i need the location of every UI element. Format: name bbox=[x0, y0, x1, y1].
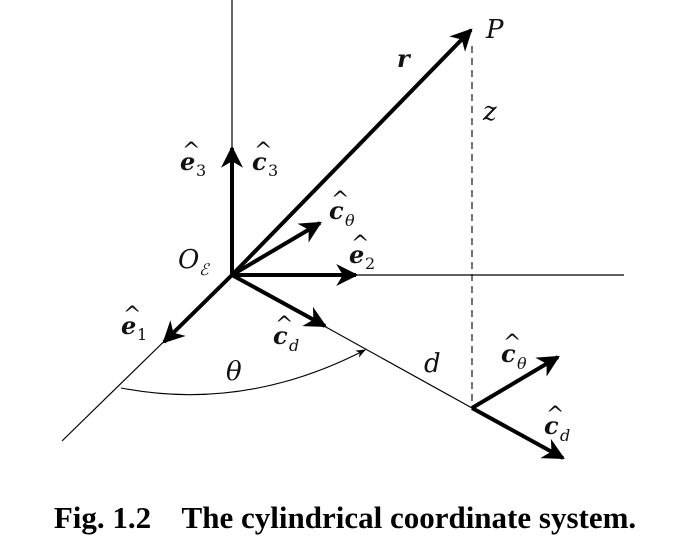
point-p-label: P bbox=[485, 15, 504, 45]
svg-text:O: O bbox=[178, 245, 199, 275]
svg-text:e: e bbox=[349, 240, 364, 269]
svg-text:^: ^ bbox=[331, 188, 349, 213]
svg-text:1: 1 bbox=[137, 325, 147, 344]
svg-text:c: c bbox=[544, 411, 559, 440]
z-label: z bbox=[482, 97, 497, 127]
svg-text:^: ^ bbox=[275, 313, 293, 338]
cd-origin-arrow bbox=[231, 273, 327, 328]
cd-origin-label: ^ c d bbox=[273, 313, 299, 355]
cd-foot-arrow bbox=[471, 406, 565, 460]
theta-arc bbox=[120, 349, 366, 396]
svg-text:c: c bbox=[273, 321, 288, 350]
e1-label: ^ e 1 bbox=[121, 303, 147, 344]
svg-text:^: ^ bbox=[546, 403, 564, 428]
cylindrical-coordinate-diagram: P r z d θ O ℰ ^ e 3 ^ c 3 ^ c θ ^ e 2 ^ … bbox=[61, 0, 624, 460]
svg-text:^: ^ bbox=[351, 232, 369, 257]
origin-label: O ℰ bbox=[178, 245, 211, 279]
ctheta-origin-label: ^ c θ bbox=[329, 188, 355, 230]
svg-text:c: c bbox=[329, 196, 344, 225]
theta-label: θ bbox=[226, 357, 242, 387]
svg-text:^: ^ bbox=[182, 139, 200, 164]
svg-text:θ: θ bbox=[517, 354, 527, 373]
e3-label: ^ e 3 bbox=[180, 139, 206, 180]
svg-text:^: ^ bbox=[254, 139, 272, 164]
svg-text:3: 3 bbox=[268, 161, 278, 180]
ctheta-origin-arrow bbox=[230, 221, 322, 277]
position-vector-r-arrow bbox=[230, 28, 473, 277]
ctheta-foot-label: ^ c θ bbox=[501, 331, 527, 373]
svg-text:c: c bbox=[252, 147, 267, 176]
svg-text:e: e bbox=[180, 147, 195, 176]
e2-label: ^ e 2 bbox=[349, 232, 375, 273]
svg-text:ℰ: ℰ bbox=[199, 260, 211, 279]
svg-text:c: c bbox=[501, 339, 516, 368]
svg-text:θ: θ bbox=[345, 211, 355, 230]
c3-label: ^ c 3 bbox=[252, 139, 278, 180]
r-label: r bbox=[397, 44, 412, 73]
figure-caption: Fig. 1.2 The cylindrical coordinate syst… bbox=[53, 500, 637, 535]
cd-foot-label: ^ c d bbox=[544, 403, 570, 445]
svg-text:^: ^ bbox=[123, 303, 141, 328]
svg-text:e: e bbox=[121, 311, 136, 340]
svg-text:2: 2 bbox=[365, 254, 375, 273]
ctheta-foot-arrow bbox=[470, 355, 560, 410]
d-label: d bbox=[424, 349, 441, 379]
svg-text:d: d bbox=[560, 426, 570, 445]
e1-arrow bbox=[162, 273, 234, 344]
svg-text:3: 3 bbox=[196, 161, 206, 180]
svg-text:d: d bbox=[289, 336, 299, 355]
svg-text:^: ^ bbox=[503, 331, 521, 356]
